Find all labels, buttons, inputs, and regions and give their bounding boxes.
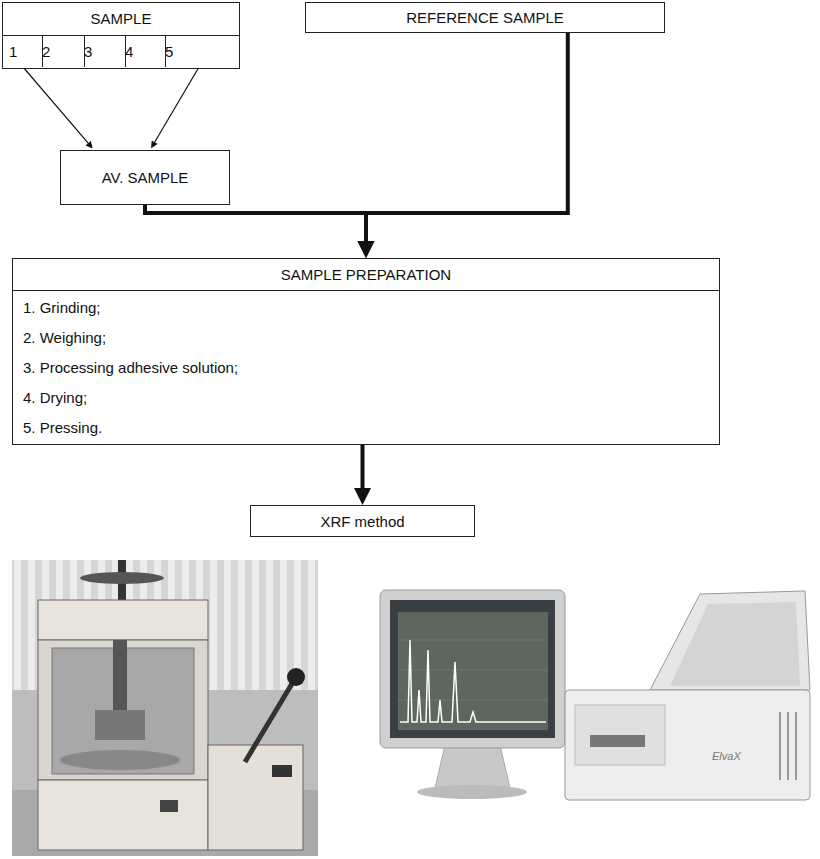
xrf-instrument-picture-part bbox=[795, 712, 797, 780]
xrf-instrument-picture bbox=[380, 590, 810, 800]
process-box: XRF method bbox=[250, 505, 475, 537]
cell-number: 3 bbox=[78, 36, 125, 67]
xrf-instrument-picture-part bbox=[380, 590, 565, 748]
xrf-instrument-picture-part bbox=[398, 640, 548, 641]
merge-arrow bbox=[23, 67, 88, 143]
step-item: 2. Weighing; bbox=[13, 323, 719, 353]
flow-arrow bbox=[145, 205, 366, 241]
cell-number: 4 bbox=[119, 36, 165, 67]
press-photo-part bbox=[160, 800, 178, 812]
xrf-instrument-picture-part bbox=[435, 745, 510, 788]
step-item: 3. Processing adhesive solution; bbox=[13, 353, 719, 383]
press-photo-part bbox=[80, 572, 164, 584]
cell-number: 2 bbox=[36, 36, 84, 67]
xrf-instrument-picture-part bbox=[670, 602, 800, 686]
press-photo-part bbox=[38, 780, 208, 850]
xrf-instrument-picture-part bbox=[398, 670, 548, 671]
cell-number: 1 bbox=[3, 36, 42, 67]
process-box: REFERENCE SAMPLE bbox=[305, 2, 665, 33]
merge-arrow bbox=[155, 67, 199, 142]
flow-arrow bbox=[366, 33, 568, 241]
press-photo-part bbox=[245, 682, 293, 762]
flow-arrow bbox=[361, 445, 365, 488]
press-photo-part bbox=[287, 668, 305, 686]
xrf-instrument-picture-part bbox=[398, 700, 548, 701]
xrf-instrument-picture-part bbox=[575, 705, 665, 765]
press-photo-part bbox=[95, 710, 145, 740]
press-photo-part bbox=[38, 640, 208, 780]
cell-number: 5 bbox=[159, 36, 239, 67]
step-item: 4. Drying; bbox=[13, 383, 719, 413]
xrf-instrument-picture-part bbox=[417, 785, 527, 799]
box-label: REFERENCE SAMPLE bbox=[406, 9, 564, 26]
xrf-instrument-picture-part bbox=[787, 712, 789, 780]
xrf-instrument-picture-part bbox=[565, 690, 810, 800]
process-box: SAMPLE PREPARATION1. Grinding;2. Weighin… bbox=[12, 258, 720, 445]
xrf-instrument-picture-part bbox=[400, 640, 546, 722]
box-label: AV. SAMPLE bbox=[102, 169, 189, 186]
press-photo-part bbox=[12, 560, 318, 856]
step-item: 5. Pressing. bbox=[13, 413, 719, 443]
xrf-instrument-picture-part bbox=[650, 591, 810, 690]
press-photo-part bbox=[208, 745, 303, 850]
sample-box: SAMPLE12345 bbox=[2, 2, 240, 69]
box-label: XRF method bbox=[320, 513, 404, 530]
box-heading: SAMPLE bbox=[3, 3, 239, 36]
box-heading: SAMPLE PREPARATION bbox=[13, 259, 719, 291]
xrf-instrument-picture-part bbox=[390, 600, 555, 738]
press-photo-part bbox=[60, 750, 180, 770]
sample-cell: 4 bbox=[119, 36, 166, 67]
press-photo-part bbox=[113, 640, 127, 710]
process-box: AV. SAMPLE bbox=[60, 150, 230, 205]
xrf-instrument-picture-part bbox=[398, 612, 548, 730]
brand-label: ElvaX bbox=[712, 750, 741, 762]
press-photo bbox=[12, 560, 318, 856]
xrf-instrument-picture-part bbox=[590, 735, 645, 747]
sample-cell: 5 bbox=[159, 36, 239, 67]
xrf-instrument-picture-part bbox=[779, 712, 781, 780]
press-photo-part bbox=[38, 600, 208, 640]
step-item: 1. Grinding; bbox=[13, 293, 719, 323]
press-photo-part bbox=[272, 765, 292, 777]
sample-cell: 1 bbox=[3, 36, 43, 67]
